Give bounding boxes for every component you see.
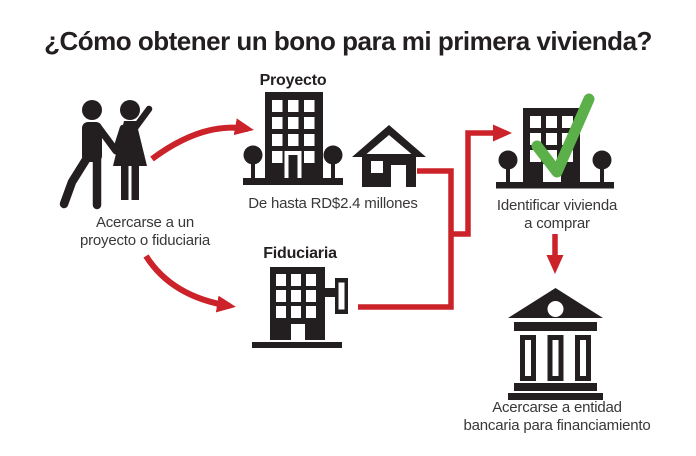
start-label: Acercarse a un proyecto o fiduciaria bbox=[79, 214, 211, 250]
arrow-to-identificar bbox=[451, 124, 512, 237]
arrow-start-to-fiduciaria bbox=[143, 254, 236, 313]
building-with-checkmark-icon bbox=[496, 93, 614, 189]
building-with-sign-icon bbox=[252, 267, 348, 348]
checkmark-icon bbox=[531, 93, 595, 178]
house-icon bbox=[352, 125, 426, 187]
identificar-label: Identificar vivienda a comprar bbox=[496, 197, 618, 233]
banco-label: Acercarse a entidad bancaria para financ… bbox=[463, 399, 651, 435]
elbow-line-merge bbox=[358, 168, 454, 310]
fiduciaria-heading: Fiduciaria bbox=[263, 245, 337, 262]
proyecto-caption: De hasta RD$2.4 millones bbox=[248, 195, 418, 212]
arrow-start-to-proyecto bbox=[150, 118, 254, 162]
office-building-icon bbox=[243, 92, 343, 185]
bank-icon bbox=[508, 288, 603, 400]
diagram-title: ¿Cómo obtener un bono para mi primera vi… bbox=[44, 26, 652, 56]
couple-icon bbox=[59, 100, 153, 210]
proyecto-heading: Proyecto bbox=[259, 72, 327, 89]
